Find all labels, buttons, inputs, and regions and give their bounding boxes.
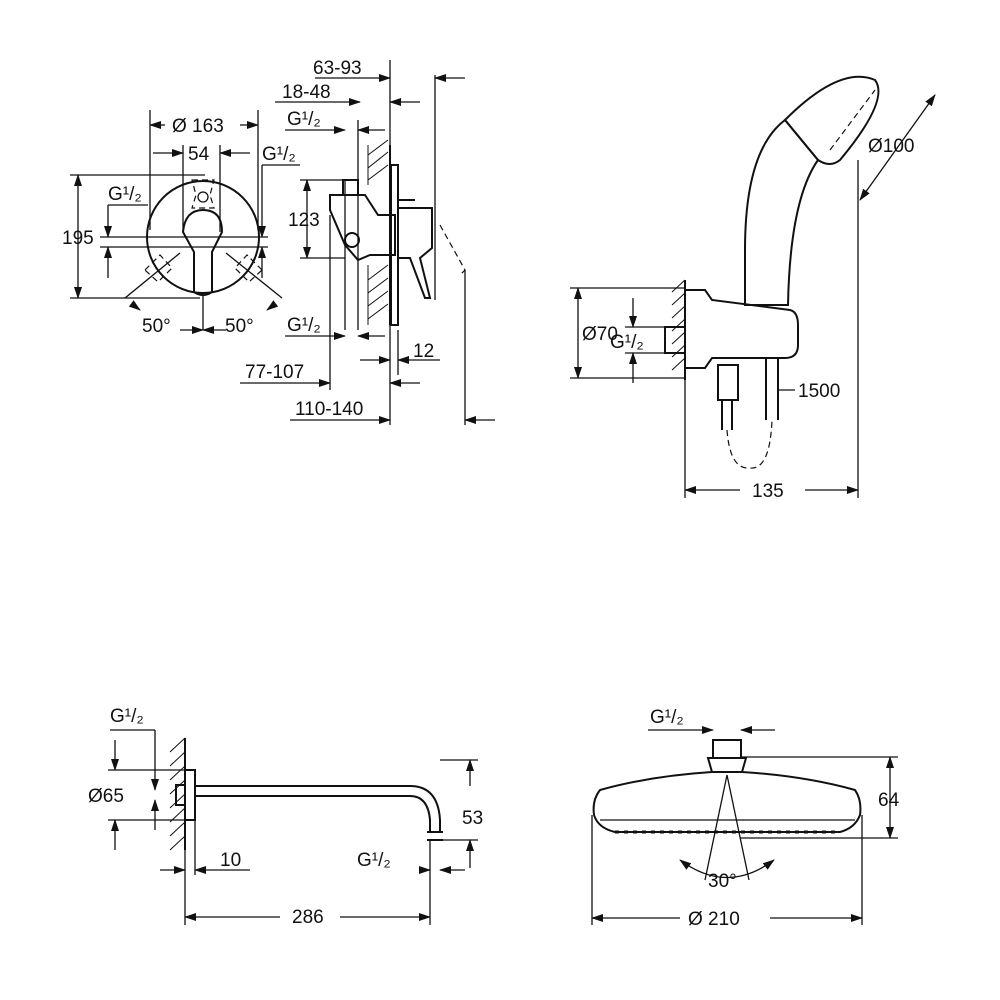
angle-right-label: 50°: [225, 316, 254, 337]
thread-label: G¹/₂: [650, 707, 684, 728]
dim-63-93: 63-93: [313, 58, 362, 79]
mixer-front-view: Ø 163 54 195 G¹/₂ G¹/₂ 50° 50°: [62, 110, 300, 337]
thread-label: G¹/₂: [610, 332, 644, 353]
dim-length: 286: [292, 907, 324, 928]
thread-bottom-label: G¹/₂: [287, 315, 321, 336]
dim-diameter: Ø 210: [688, 909, 740, 930]
mixer-side-view: 63-93 18-48 G¹/₂ 123 G¹/₂ 12 77-107 110-…: [240, 58, 495, 425]
dim-110-140: 110-140: [295, 399, 363, 420]
dim-mixer-handle: 54: [188, 144, 210, 165]
dim-hand-shower-diameter: Ø100: [868, 136, 914, 157]
angle-left-label: 50°: [142, 316, 171, 337]
hand-shower-view: Ø100 Ø70 G¹/₂ 1500 135: [570, 75, 936, 502]
dim-drop: 53: [462, 808, 483, 829]
thread-left-label: G¹/₂: [108, 184, 142, 205]
dim-mixer-width: Ø 163: [172, 116, 224, 137]
dim-77-107: 77-107: [245, 362, 304, 383]
dim-angle: 30°: [708, 871, 737, 892]
dim-height: 64: [878, 790, 900, 811]
dim-flange-diameter: Ø65: [88, 786, 124, 807]
thread-outlet-label: G¹/₂: [357, 850, 391, 871]
head-shower-view: G¹/₂ 64 30° Ø 210: [591, 707, 900, 930]
shower-arm-view: G¹/₂ Ø65 53 10 G¹/₂ 286: [88, 706, 483, 928]
thread-right-label: G¹/₂: [262, 144, 296, 165]
thread-top-label: G¹/₂: [287, 109, 321, 130]
dim-mixer-height: 195: [62, 228, 94, 249]
dim-depth: 135: [752, 481, 784, 502]
hose-length-label: 1500: [798, 381, 840, 402]
dim-18-48: 18-48: [282, 82, 331, 103]
dim-flange-diameter: Ø70: [582, 324, 618, 345]
wall-hatch: [367, 139, 389, 325]
dim-123: 123: [288, 210, 320, 231]
thread-top-label: G¹/₂: [110, 706, 144, 727]
dim-10: 10: [220, 850, 241, 871]
dim-12: 12: [413, 341, 434, 362]
